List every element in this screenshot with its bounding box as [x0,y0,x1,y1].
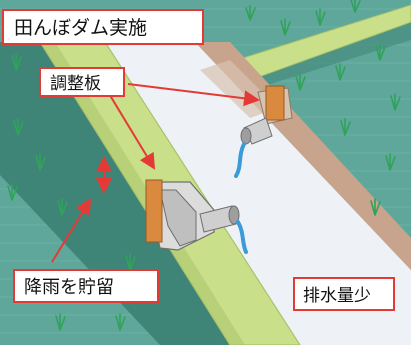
storage-label: 降雨を貯留 [24,277,114,298]
drain-label: 排水量少 [303,286,371,306]
upper-outlet-structure [234,85,293,178]
water-stream-lower [236,220,248,254]
water-stream-upper [234,142,246,178]
adjustment-board-lower [145,179,163,243]
drain-label-box: 排水量少 [293,277,395,311]
title-box: 田んぼダム実施 [2,9,204,45]
drainage-channel [105,42,411,345]
rice-plants [7,0,401,331]
arrow-to-lower-board [107,91,156,170]
board-label-box: 調整板 [39,67,125,97]
annotation-arrows [51,83,260,263]
arrow-to-upper-board [127,83,260,107]
adjustment-board-upper [265,85,285,121]
arrow-storage [51,198,92,263]
board-label: 調整板 [50,74,101,94]
main-levee-edge [40,42,245,345]
lower-outlet-structure [145,179,248,254]
storage-label-box: 降雨を貯留 [13,269,159,303]
page-title: 田んぼダム実施 [14,17,147,39]
